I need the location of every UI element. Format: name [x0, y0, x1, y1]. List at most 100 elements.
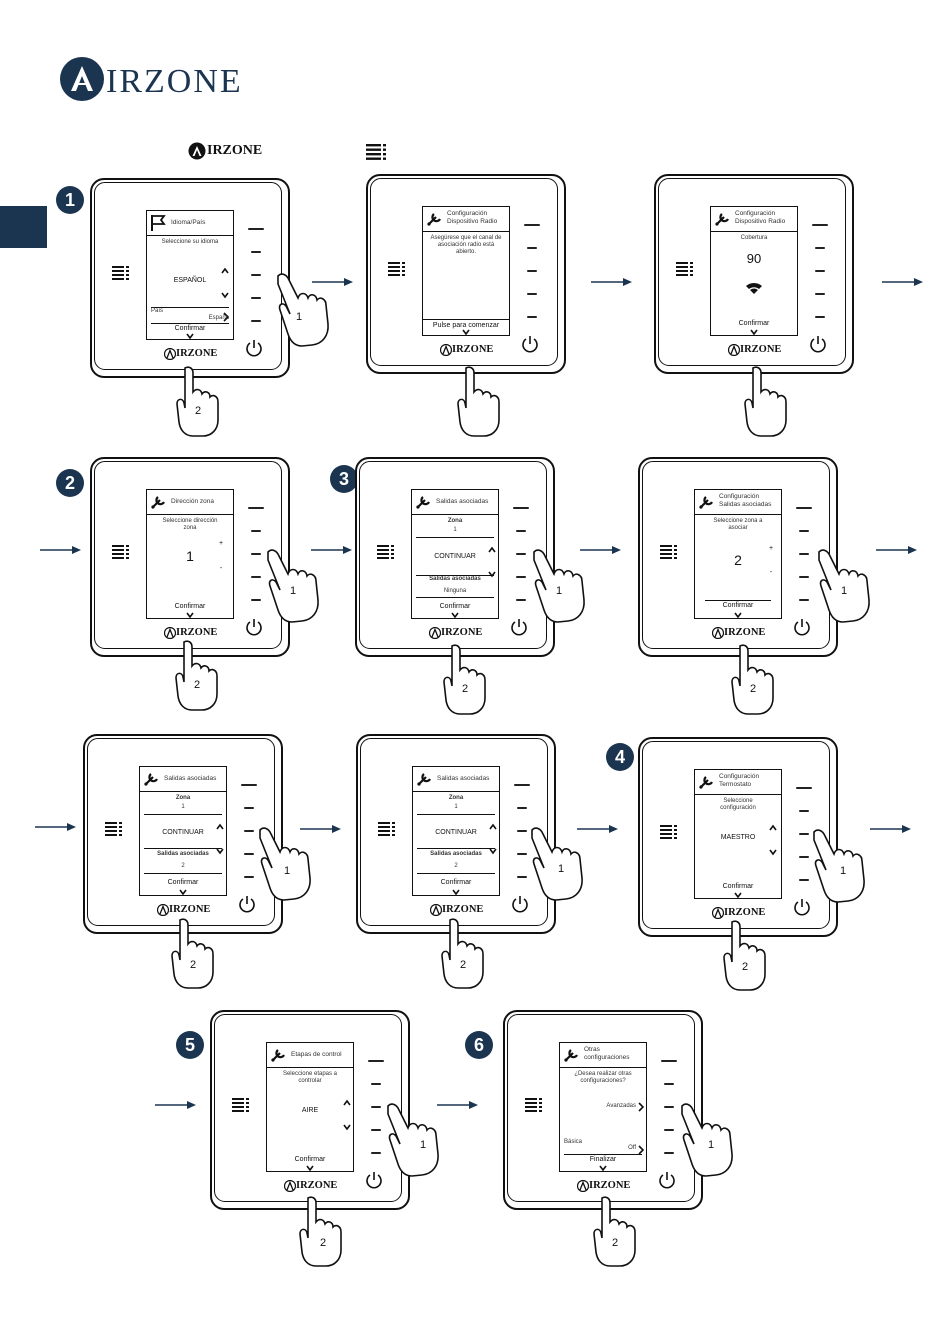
screen-value[interactable]: ESPAÑOL — [173, 277, 207, 284]
side-button[interactable] — [527, 270, 537, 272]
side-button[interactable] — [516, 553, 526, 555]
side-button[interactable] — [244, 853, 254, 855]
side-button[interactable] — [799, 599, 809, 601]
side-button[interactable] — [371, 1129, 381, 1131]
power-icon[interactable] — [364, 1170, 384, 1190]
side-button[interactable] — [244, 830, 254, 832]
side-button[interactable] — [516, 599, 526, 601]
screen-sub-value[interactable]: España — [208, 315, 229, 321]
power-icon[interactable] — [657, 1170, 677, 1190]
power-icon[interactable] — [244, 338, 264, 358]
side-button[interactable] — [664, 1129, 674, 1131]
side-button[interactable] — [799, 879, 809, 881]
power-icon[interactable] — [520, 334, 540, 354]
side-button[interactable] — [524, 224, 540, 226]
menu-icon[interactable] — [112, 266, 130, 282]
side-button[interactable] — [815, 293, 825, 295]
menu-icon[interactable] — [378, 822, 396, 838]
menu-icon[interactable] — [676, 262, 694, 278]
side-button[interactable] — [799, 856, 809, 858]
minus-label[interactable]: - — [769, 569, 773, 576]
side-button[interactable] — [517, 876, 527, 878]
side-button[interactable] — [517, 830, 527, 832]
power-icon[interactable] — [510, 894, 530, 914]
confirm-label[interactable]: Confirmar — [294, 1156, 326, 1163]
side-button[interactable] — [664, 1106, 674, 1108]
power-icon[interactable] — [792, 897, 812, 917]
side-button[interactable] — [661, 1060, 677, 1062]
confirm-label[interactable]: Confirmar — [174, 325, 206, 332]
screen-value[interactable]: CONTINUAR — [434, 553, 476, 560]
minus-label[interactable]: - — [219, 565, 223, 572]
confirm-label[interactable]: Confirmar — [440, 879, 472, 886]
menu-icon[interactable] — [388, 262, 406, 278]
advanced-option[interactable]: Avanzadas — [606, 1103, 636, 1109]
side-button[interactable] — [815, 247, 825, 249]
zona-value[interactable]: 1 — [454, 804, 458, 810]
screen-value[interactable]: AIRE — [301, 1107, 319, 1114]
side-button[interactable] — [516, 530, 526, 532]
menu-icon[interactable] — [660, 825, 678, 841]
screen-value[interactable]: MAESTRO — [720, 834, 756, 841]
menu-icon[interactable] — [232, 1098, 250, 1114]
side-button[interactable] — [241, 784, 257, 786]
power-icon[interactable] — [792, 617, 812, 637]
side-button[interactable] — [244, 876, 254, 878]
side-button[interactable] — [799, 530, 809, 532]
side-button[interactable] — [527, 293, 537, 295]
side-button[interactable] — [251, 599, 261, 601]
power-icon[interactable] — [244, 617, 264, 637]
outputs-value[interactable]: Ninguna — [443, 588, 467, 594]
side-button[interactable] — [251, 297, 261, 299]
side-button[interactable] — [799, 576, 809, 578]
plus-label[interactable]: + — [218, 540, 224, 547]
confirm-label[interactable]: Confirmar — [174, 603, 206, 610]
side-button[interactable] — [371, 1083, 381, 1085]
outputs-value[interactable]: 2 — [454, 863, 458, 869]
side-button[interactable] — [371, 1106, 381, 1108]
side-button[interactable] — [251, 576, 261, 578]
side-button[interactable] — [368, 1060, 384, 1062]
side-button[interactable] — [251, 530, 261, 532]
menu-icon[interactable] — [105, 822, 123, 838]
side-button[interactable] — [514, 784, 530, 786]
side-button[interactable] — [812, 224, 828, 226]
basic-value[interactable]: Off — [628, 1145, 636, 1151]
side-button[interactable] — [371, 1152, 381, 1154]
side-button[interactable] — [251, 553, 261, 555]
zona-value[interactable]: 1 — [453, 527, 457, 533]
menu-icon[interactable] — [525, 1098, 543, 1114]
outputs-value[interactable]: 2 — [181, 863, 185, 869]
power-icon[interactable] — [509, 617, 529, 637]
side-button[interactable] — [527, 316, 537, 318]
side-button[interactable] — [517, 853, 527, 855]
menu-icon[interactable] — [377, 545, 395, 561]
side-button[interactable] — [796, 507, 812, 509]
side-button[interactable] — [516, 576, 526, 578]
confirm-label[interactable]: Confirmar — [167, 879, 199, 886]
side-button[interactable] — [517, 807, 527, 809]
menu-icon[interactable] — [660, 545, 678, 561]
side-button[interactable] — [244, 807, 254, 809]
screen-value[interactable]: CONTINUAR — [162, 829, 204, 836]
side-button[interactable] — [527, 247, 537, 249]
side-button[interactable] — [815, 316, 825, 318]
confirm-label[interactable]: Pulse para comenzar — [432, 322, 500, 329]
side-button[interactable] — [513, 507, 529, 509]
finish-label[interactable]: Finalizar — [589, 1156, 617, 1163]
screen-value[interactable]: CONTINUAR — [435, 829, 477, 836]
confirm-label[interactable]: Confirmar — [738, 320, 770, 327]
side-button[interactable] — [664, 1083, 674, 1085]
plus-label[interactable]: + — [768, 545, 774, 552]
power-icon[interactable] — [237, 894, 257, 914]
confirm-label[interactable]: Confirmar — [722, 883, 754, 890]
confirm-label[interactable]: Confirmar — [722, 602, 754, 609]
menu-icon[interactable] — [112, 545, 130, 561]
side-button[interactable] — [251, 274, 261, 276]
side-button[interactable] — [815, 270, 825, 272]
power-icon[interactable] — [808, 334, 828, 354]
side-button[interactable] — [248, 507, 264, 509]
confirm-label[interactable]: Confirmar — [439, 603, 471, 610]
side-button[interactable] — [799, 810, 809, 812]
zona-value[interactable]: 1 — [181, 804, 185, 810]
